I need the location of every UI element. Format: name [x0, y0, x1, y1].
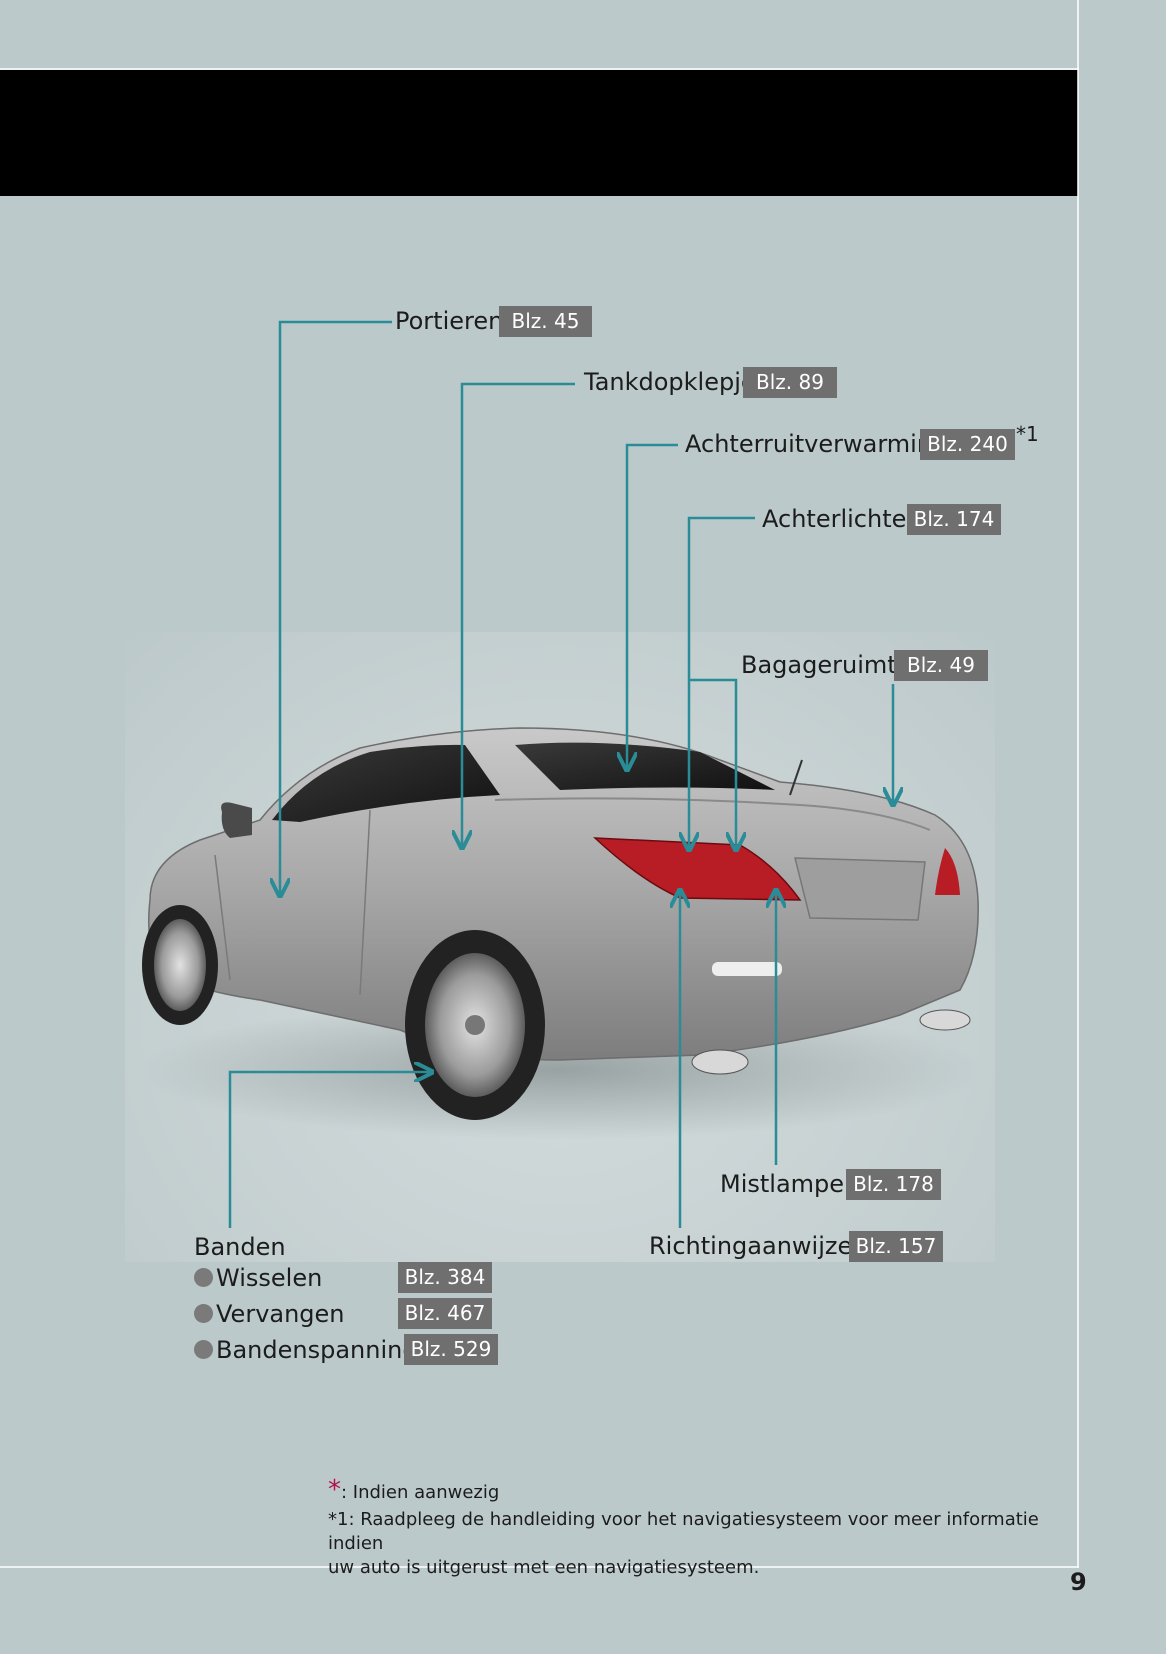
door-lines [214, 809, 371, 996]
label-achterruitverwarming: Achterruitverwarming [685, 430, 948, 458]
banden-item-wisselen: Wisselen [194, 1263, 322, 1293]
label-mistlampen: Mistlampen [720, 1170, 860, 1198]
bullet-icon [194, 1267, 213, 1287]
leader-achterlichten [689, 516, 755, 850]
frame-line-bottom [0, 1566, 1079, 1568]
leader-achterruitverwarming [627, 443, 678, 770]
leader-lines [228, 320, 893, 1228]
page-ref-achterlichten[interactable]: Blz. 174 [907, 504, 1001, 535]
leader-achterlichten-branch [689, 678, 736, 850]
footnote-indien-aanwezig: *: Indien aanwezig [328, 1475, 500, 1505]
tail-light-right [935, 848, 960, 895]
banden-item-label: Vervangen [216, 1300, 345, 1328]
footnote-mark: *1 [328, 1509, 349, 1530]
footnote-navigatie: *1: Raadpleeg de handleiding voor het na… [328, 1508, 1068, 1580]
leader-tankdopklepje [462, 382, 575, 848]
car-rear-window [515, 742, 775, 790]
banden-item-label: Bandenspanning [216, 1336, 418, 1364]
footnote-text: : Indien aanwezig [341, 1482, 500, 1503]
bullet-icon [194, 1303, 213, 1323]
header-bar [0, 70, 1078, 196]
label-tankdopklepje: Tankdopklepje [584, 368, 756, 396]
page-ref-tankdopklepje[interactable]: Blz. 89 [743, 367, 837, 398]
page-ref-bagageruimte[interactable]: Blz. 49 [894, 650, 988, 681]
exhaust-right [919, 1009, 971, 1031]
tail-light-left [592, 837, 802, 901]
label-richtingaanwijzers: Richtingaanwijzers [649, 1232, 875, 1260]
footnote-text-continued: uw auto is uitgerust met een navigatiesy… [328, 1557, 760, 1578]
rear-wheel-hub [465, 1015, 485, 1035]
label-banden: Banden [194, 1233, 286, 1261]
page-ref-achterruitverwarming[interactable]: Blz. 240 [920, 429, 1015, 460]
bullet-icon [194, 1339, 213, 1359]
frame-line-right [1077, 0, 1079, 1568]
page-ref-wisselen[interactable]: Blz. 384 [398, 1262, 492, 1293]
page-number: 9 [1070, 1568, 1087, 1596]
banden-item-bandenspanning: Bandenspanning [194, 1335, 418, 1365]
page-ref-richtingaanwijzers[interactable]: Blz. 157 [849, 1231, 943, 1262]
page-ref-portieren[interactable]: Blz. 45 [499, 306, 592, 337]
footnote-mark-1: *1 [1016, 422, 1039, 446]
page-ref-bandenspanning[interactable]: Blz. 529 [404, 1334, 498, 1365]
side-mirror [221, 802, 252, 838]
rear-reflector [712, 962, 782, 976]
banden-item-vervangen: Vervangen [194, 1299, 345, 1329]
exhaust-left [691, 1049, 749, 1075]
leader-portieren [280, 320, 392, 896]
leader-banden [228, 1072, 432, 1228]
label-portieren: Portieren [395, 307, 504, 335]
asterisk-icon: * [328, 1475, 341, 1505]
license-plate-recess [794, 857, 926, 921]
page-ref-mistlampen[interactable]: Blz. 178 [846, 1169, 941, 1200]
front-wheel-rim [154, 919, 206, 1011]
page-ref-vervangen[interactable]: Blz. 467 [398, 1298, 492, 1329]
banden-item-label: Wisselen [216, 1264, 323, 1292]
label-bagageruimte: Bagageruimte [741, 651, 912, 679]
antenna [789, 759, 803, 796]
label-achterlichten: Achterlichten [762, 505, 922, 533]
car-side-windows [272, 744, 500, 822]
trunk-line [494, 797, 931, 831]
frame-line-top [0, 68, 1079, 70]
footnote-text: : Raadpleeg de handleiding voor het navi… [328, 1509, 1039, 1554]
